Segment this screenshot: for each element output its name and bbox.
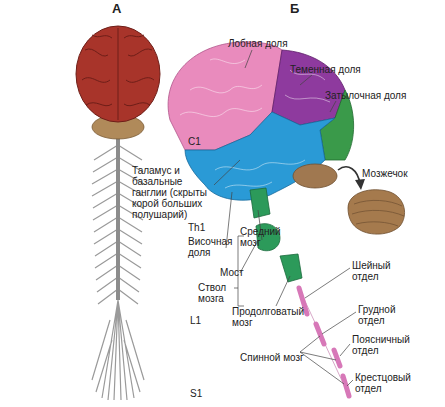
part-label: Лобная доля: [228, 38, 308, 49]
part-label: L1: [190, 315, 214, 326]
part-label: Таламус и базальные ганглии (скрыты коро…: [132, 165, 220, 220]
part-label: Грудной отдел: [358, 304, 408, 326]
part-label: Поясничный отдел: [352, 334, 422, 356]
midbrain: [250, 188, 270, 218]
part-label: Спинной мозг: [240, 352, 310, 363]
part-label: Теменная доля: [290, 64, 380, 75]
part-label: Височная доля: [188, 236, 236, 258]
spinal-segments: [298, 286, 350, 398]
panel-letter: Б: [290, 2, 310, 16]
brain-gyri: [82, 28, 154, 120]
part-label: Продолговатый мозг: [232, 306, 312, 328]
part-label: Мост: [220, 267, 250, 278]
part-label: Средний мозг: [240, 226, 286, 248]
part-label: Th1: [188, 222, 218, 233]
part-label: Шейный отдел: [352, 260, 402, 282]
part-label: S1: [190, 388, 214, 399]
medulla: [280, 254, 302, 282]
part-label: Затылочная доля: [325, 90, 425, 101]
part-label: Мозжечок: [362, 168, 432, 179]
cerebellum-detached: [348, 190, 405, 234]
panel-letter: А: [112, 2, 132, 16]
part-label: C1: [188, 136, 218, 147]
cerebellum-in-place: [293, 164, 337, 188]
part-label: Крестцовый отдел: [355, 372, 425, 394]
cerebrum-back: [76, 26, 160, 122]
spinal-cord: [116, 132, 120, 300]
cerebellum-folia: [352, 200, 404, 226]
arrow-head: [355, 179, 365, 190]
parietal-lobe: [272, 50, 345, 125]
part-label: Ствол мозга: [198, 282, 234, 304]
